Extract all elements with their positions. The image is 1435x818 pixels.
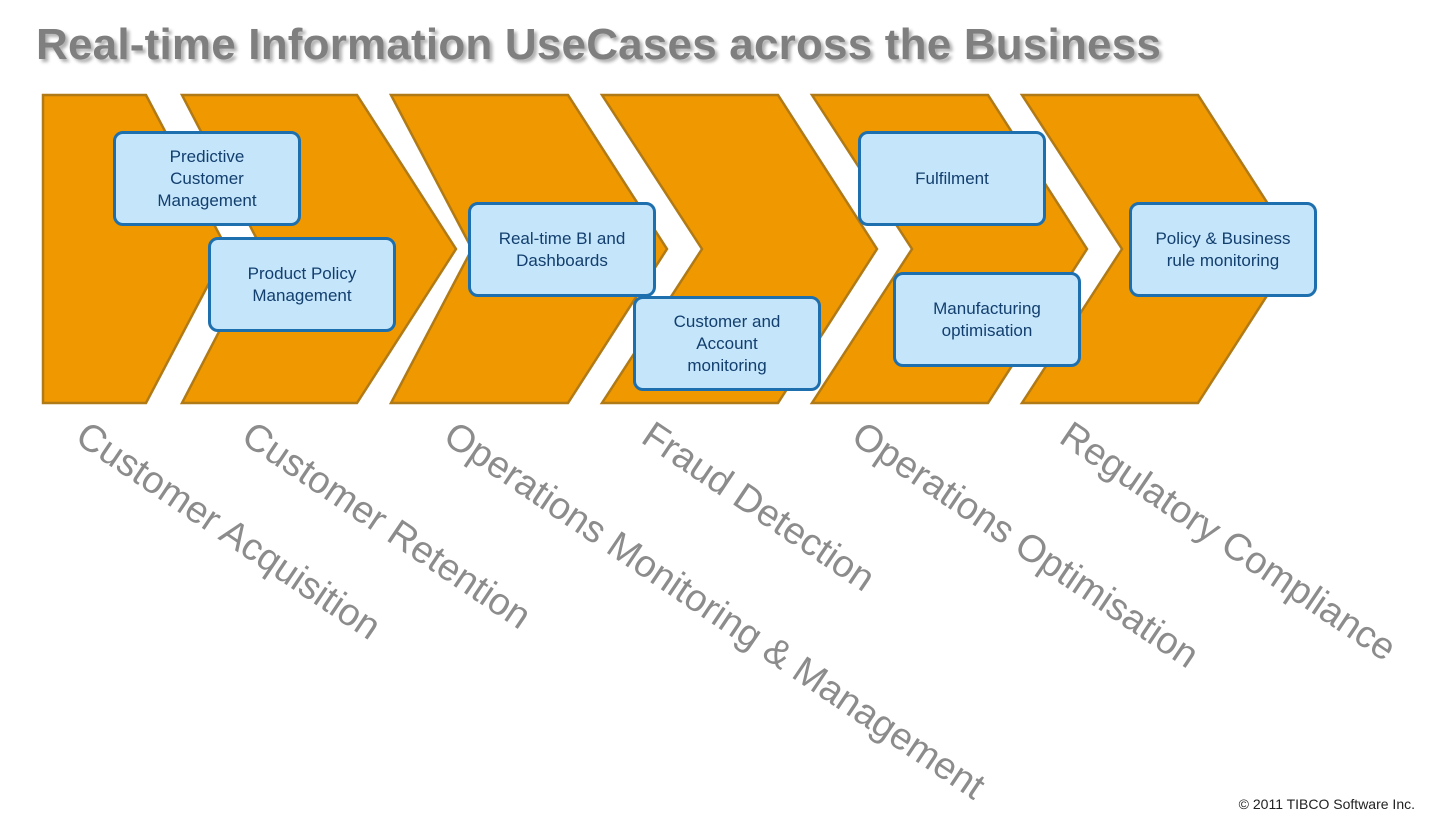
copyright-notice: © 2011 TIBCO Software Inc. — [1238, 796, 1415, 812]
page-title: Real-time Information UseCases across th… — [36, 20, 1162, 69]
use-case-policy-business-rule-monitoring: Policy & Business rule monitoring — [1129, 202, 1317, 297]
use-case-fulfilment: Fulfilment — [858, 131, 1046, 226]
use-case-predictive-customer-management: Predictive Customer Management — [113, 131, 301, 226]
use-case-realtime-bi-dashboards: Real-time BI and Dashboards — [468, 202, 656, 297]
use-case-manufacturing-optimisation: Manufacturing optimisation — [893, 272, 1081, 367]
use-case-product-policy-management: Product Policy Management — [208, 237, 396, 332]
use-case-customer-account-monitoring: Customer and Account monitoring — [633, 296, 821, 391]
